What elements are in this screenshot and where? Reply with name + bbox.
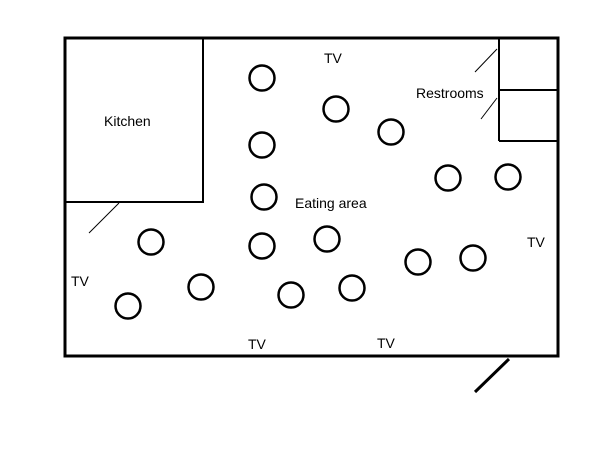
kitchen-label: Kitchen	[104, 113, 151, 129]
round-table	[248, 64, 276, 92]
round-table	[248, 232, 276, 260]
round-table	[187, 273, 215, 301]
outer-wall	[63, 36, 560, 358]
round-table	[277, 281, 305, 309]
tables	[114, 64, 522, 320]
restroom-door-2	[480, 97, 498, 120]
round-table	[114, 292, 142, 320]
restrooms-room: Restrooms	[416, 38, 558, 142]
round-table	[459, 244, 487, 272]
round-table	[137, 228, 165, 256]
tv-label-left: TV	[71, 273, 90, 289]
tv-label-right: TV	[527, 234, 546, 250]
entrance-door	[473, 357, 511, 394]
kitchen-room: Kitchen	[65, 38, 204, 234]
tv-label-bottom-right: TV	[377, 335, 396, 351]
kitchen-door	[88, 202, 120, 234]
round-table	[404, 248, 432, 276]
tv-label-bottom-left: TV	[248, 336, 267, 352]
round-table	[313, 225, 341, 253]
round-table	[494, 163, 522, 191]
restrooms-label: Restrooms	[416, 85, 484, 101]
restroom-door-1	[474, 48, 498, 73]
round-table	[338, 274, 366, 302]
tv-label-top: TV	[324, 50, 343, 66]
eating-area-label: Eating area	[295, 195, 367, 211]
round-table	[248, 131, 276, 159]
round-table	[322, 95, 350, 123]
round-table	[250, 183, 278, 211]
kitchen-wall	[65, 38, 204, 203]
round-table	[377, 118, 405, 146]
round-table	[434, 164, 462, 192]
